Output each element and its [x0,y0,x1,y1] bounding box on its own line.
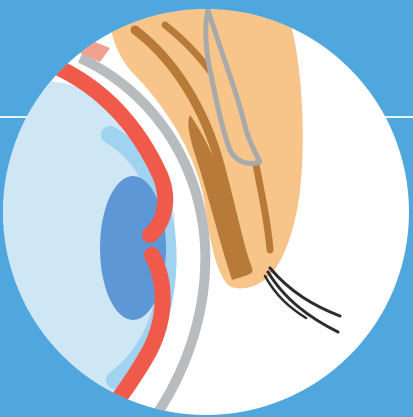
illustration-canvas [0,0,413,417]
eyelid-cross-section-illustration [0,0,413,417]
